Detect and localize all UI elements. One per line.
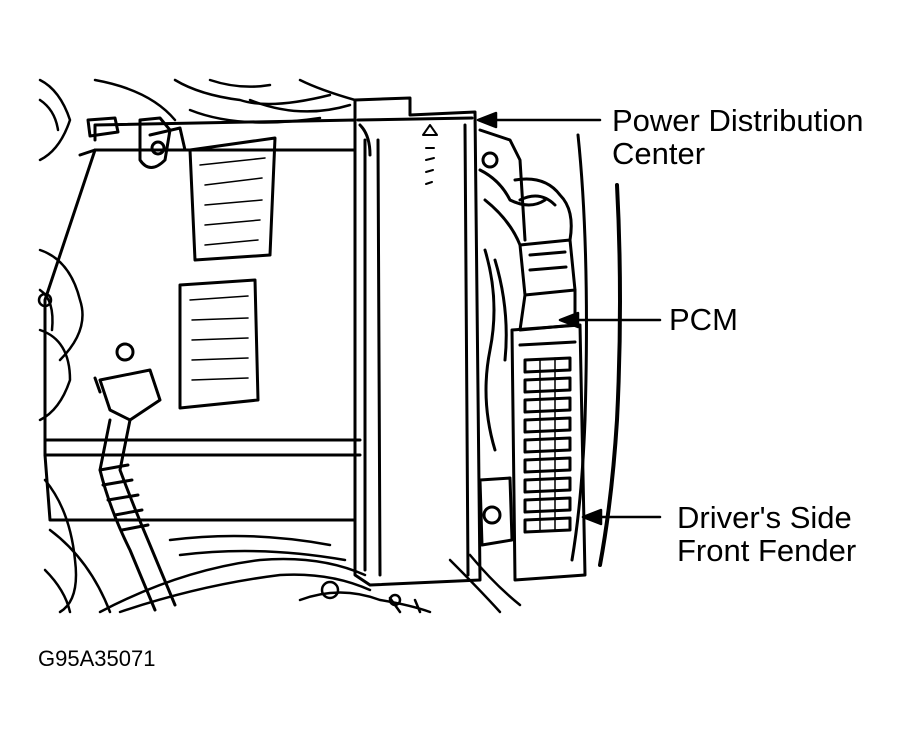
- label-drivers-side-front-fender: Driver's Side Front Fender: [677, 501, 856, 567]
- label-line: Power Distribution: [612, 103, 864, 138]
- power-distribution-center: [353, 96, 482, 587]
- pcm-module: [478, 128, 587, 582]
- leader-arrows: [476, 111, 662, 526]
- label-power-distribution-center: Power Distribution Center: [612, 104, 864, 170]
- figure-id: G95A35071: [38, 646, 156, 671]
- background-hoses: [37, 78, 357, 422]
- label-pcm: PCM: [669, 302, 738, 337]
- label-line: Center: [612, 136, 706, 171]
- wiring-harness: [43, 478, 522, 614]
- label-line: Front Fender: [677, 533, 857, 568]
- battery: [43, 116, 362, 612]
- label-line: Driver's Side: [677, 500, 852, 535]
